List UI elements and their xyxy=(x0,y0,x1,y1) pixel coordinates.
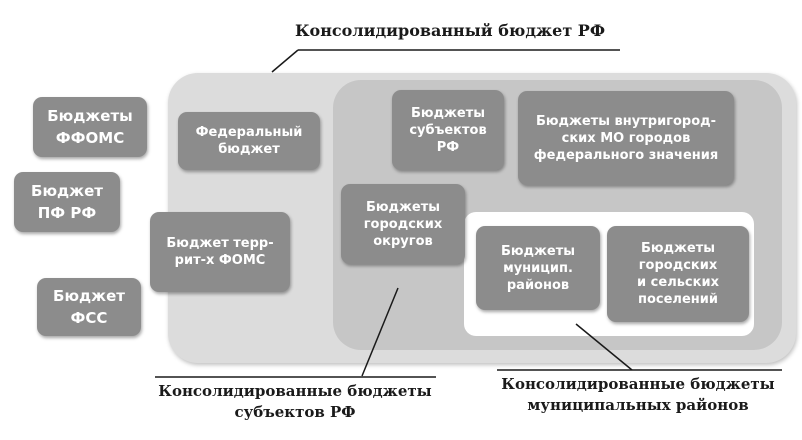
caption-municipal-consolidated: Консолидированные бюджеты муниципальных … xyxy=(501,375,775,414)
box-ffoms-budgets: Бюджеты ФФОМС xyxy=(33,97,147,157)
box-settlements-budgets: Бюджеты городских и сельских поселений xyxy=(607,226,749,322)
caption-subjects-consolidated: Консолидированные бюджеты субъектов РФ xyxy=(158,382,432,421)
box-territorial-foms-budget: Бюджет терр- рит-х ФОМС xyxy=(150,212,290,292)
box-social-insurance-budget: Бюджет ФСС xyxy=(37,278,141,336)
box-city-districts-budgets: Бюджеты городских округов xyxy=(341,184,465,264)
box-federal-budget: Федеральный бюджет xyxy=(178,112,320,170)
box-subjects-budgets: Бюджеты субъектов РФ xyxy=(392,90,504,170)
subjects-caption-pointer-line xyxy=(361,287,399,377)
box-intracity-municipal-budgets: Бюджеты внутригород- ских МО городов фед… xyxy=(518,91,734,185)
title-pointer-line xyxy=(271,49,299,73)
box-municipal-districts-budgets: Бюджеты муницип. районов xyxy=(476,226,600,310)
diagram-title: Консолидированный бюджет РФ xyxy=(294,21,606,40)
municipal-caption-pointer-line xyxy=(575,323,633,371)
box-pension-fund-budget: Бюджет ПФ РФ xyxy=(14,172,120,232)
